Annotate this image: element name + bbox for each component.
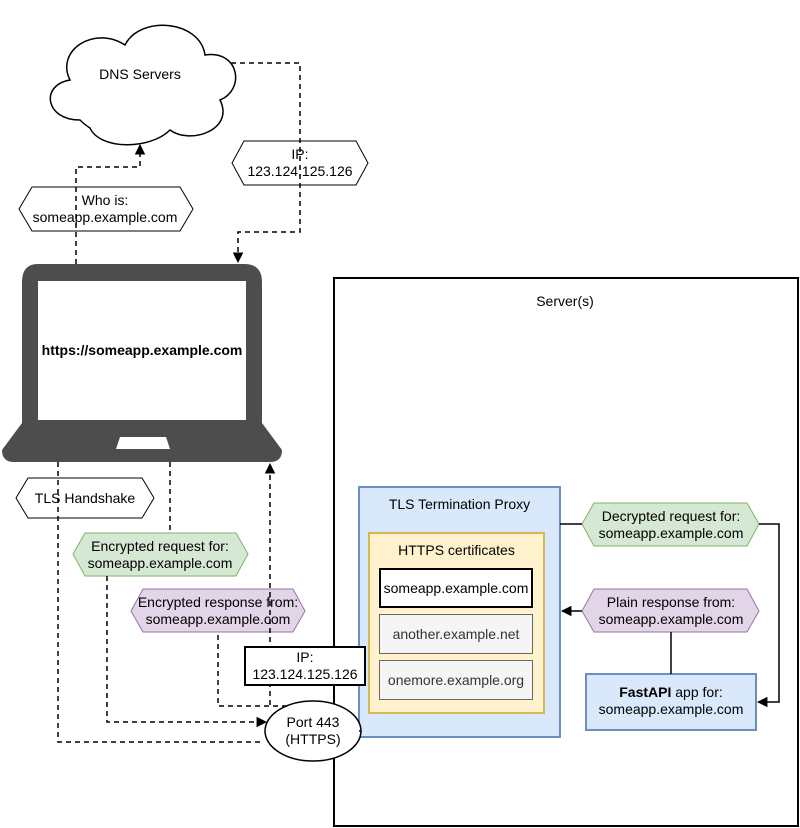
dns-servers-label: DNS Servers: [99, 65, 181, 82]
decrypted-request-label: Decrypted request for: someapp.example.c…: [598, 508, 744, 541]
certificate-item: someapp.example.com: [379, 568, 533, 608]
fastapi-app-for: app for:: [671, 684, 723, 700]
ip-top-label: IP: 123.124.125.126: [247, 146, 353, 179]
fastapi-label-line2: someapp.example.com: [598, 701, 744, 717]
solid-connectors: [359, 523, 780, 732]
plain-response-label: Plain response from: someapp.example.com: [598, 594, 744, 627]
server-label: Server(s): [536, 292, 594, 309]
certificate-item: another.example.net: [379, 614, 533, 654]
laptop-url: https://someapp.example.com: [41, 341, 243, 358]
who-is-hex: [18, 186, 194, 232]
laptop-icon: [2, 264, 282, 462]
fastapi-label: FastAPI app for: someapp.example.com: [586, 684, 756, 718]
tls-handshake-hex: [15, 477, 155, 519]
ip-top-hex: [231, 140, 369, 186]
certificate-item: onemore.example.org: [379, 660, 533, 700]
encrypted-response-hex: [130, 588, 306, 633]
encrypted-request-hex: [72, 532, 249, 577]
port-label: Port 443 (HTTPS): [285, 714, 341, 747]
proxy-label: TLS Termination Proxy: [388, 495, 531, 512]
port-to-response-line: [217, 632, 287, 707]
certificates-label: HTTPS certificates: [398, 541, 515, 558]
handshake-line: [57, 462, 264, 743]
dns-reply-arrow: [231, 62, 301, 264]
encrypted-request-label: Encrypted request for: someapp.example.c…: [87, 538, 233, 571]
tls-handshake-label: TLS Handshake: [34, 489, 136, 506]
decrypted-to-fastapi-arrow: [560, 523, 780, 702]
ip-port-box: IP: 123.124.125.126: [244, 646, 366, 686]
dns-cloud-shape: [49, 24, 237, 146]
encrypted-response-label: Encrypted response from: someapp.example…: [137, 594, 299, 627]
request-to-port-arrow: [106, 576, 268, 728]
fastapi-label-line1: FastAPI app for:: [586, 684, 756, 701]
who-is-label: Who is: someapp.example.com: [32, 192, 178, 225]
query-dns-arrow: [75, 143, 146, 264]
fastapi-name: FastAPI: [619, 684, 672, 700]
